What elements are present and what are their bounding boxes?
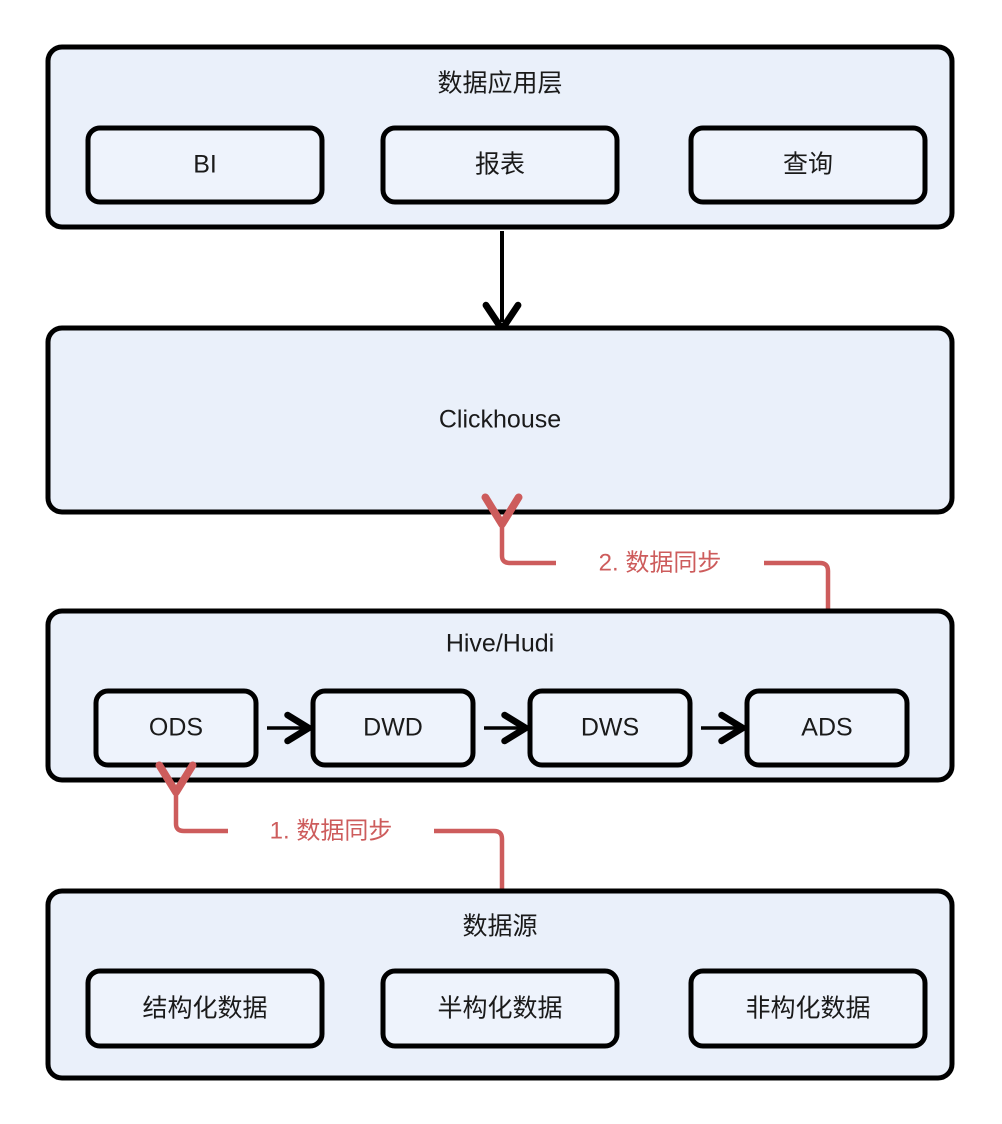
node-bi-box[interactable] <box>85 125 325 205</box>
node-query-box[interactable] <box>688 125 928 205</box>
node-unstructured-label: 非构化数据 <box>745 995 870 1023</box>
node-unstructured[interactable]: 非构化数据 <box>688 968 928 1049</box>
connector-ads-to-clickhouse-left <box>481 493 556 566</box>
node-dws-box[interactable] <box>527 688 693 768</box>
layer-data-application: 数据应用层 BI 报表 查询 <box>45 44 955 230</box>
layer-data-source-title: 数据源 <box>462 913 537 941</box>
node-dws[interactable]: DWS <box>527 688 693 768</box>
node-bi[interactable]: BI <box>85 125 325 205</box>
connector-source-to-ods-right <box>434 828 505 891</box>
node-query-label: 查询 <box>783 151 833 179</box>
node-dwd-box[interactable] <box>310 688 476 768</box>
connector-source-to-ods-left <box>155 761 228 834</box>
connector-ads-to-clickhouse: 2. 数据同步 <box>481 493 831 680</box>
connector-ads-to-clickhouse-right <box>764 560 831 680</box>
layer-hive-hudi-title: Hive/Hudi <box>446 630 554 658</box>
node-dwd[interactable]: DWD <box>310 688 476 768</box>
node-bi-label: BI <box>193 151 217 179</box>
node-ads-box[interactable] <box>744 688 910 768</box>
node-semi-structured-box[interactable] <box>380 968 620 1049</box>
connector-source-to-ods: 1. 数据同步 <box>155 761 505 891</box>
node-structured-label: 结构化数据 <box>142 995 267 1023</box>
node-report-label: 报表 <box>475 151 525 179</box>
layer-clickhouse: Clickhouse <box>45 325 955 515</box>
connector-ads-to-clickhouse-label: 2. 数据同步 <box>599 549 722 576</box>
layer-clickhouse-title: Clickhouse <box>439 406 561 434</box>
node-report[interactable]: 报表 <box>380 125 620 205</box>
node-query[interactable]: 查询 <box>688 125 928 205</box>
layer-data-application-title: 数据应用层 <box>437 70 562 98</box>
connector-source-to-ods-label: 1. 数据同步 <box>270 817 393 844</box>
layer-data-source: 数据源 结构化数据 半构化数据 非构化数据 <box>45 888 955 1081</box>
node-semi-structured[interactable]: 半构化数据 <box>380 968 620 1049</box>
node-dwd-label: DWD <box>363 714 423 742</box>
node-structured[interactable]: 结构化数据 <box>85 968 325 1049</box>
node-report-box[interactable] <box>380 125 620 205</box>
node-ods-label: ODS <box>149 714 203 742</box>
node-dws-label: DWS <box>581 714 639 742</box>
layer-hive-hudi: Hive/Hudi ODS DWD DWS ADS <box>45 608 955 783</box>
node-structured-box[interactable] <box>85 968 325 1049</box>
node-semi-structured-label: 半构化数据 <box>437 995 562 1023</box>
node-ods[interactable]: ODS <box>93 688 259 768</box>
node-ads-label: ADS <box>801 714 852 742</box>
node-ads[interactable]: ADS <box>744 688 910 768</box>
node-unstructured-box[interactable] <box>688 968 928 1049</box>
